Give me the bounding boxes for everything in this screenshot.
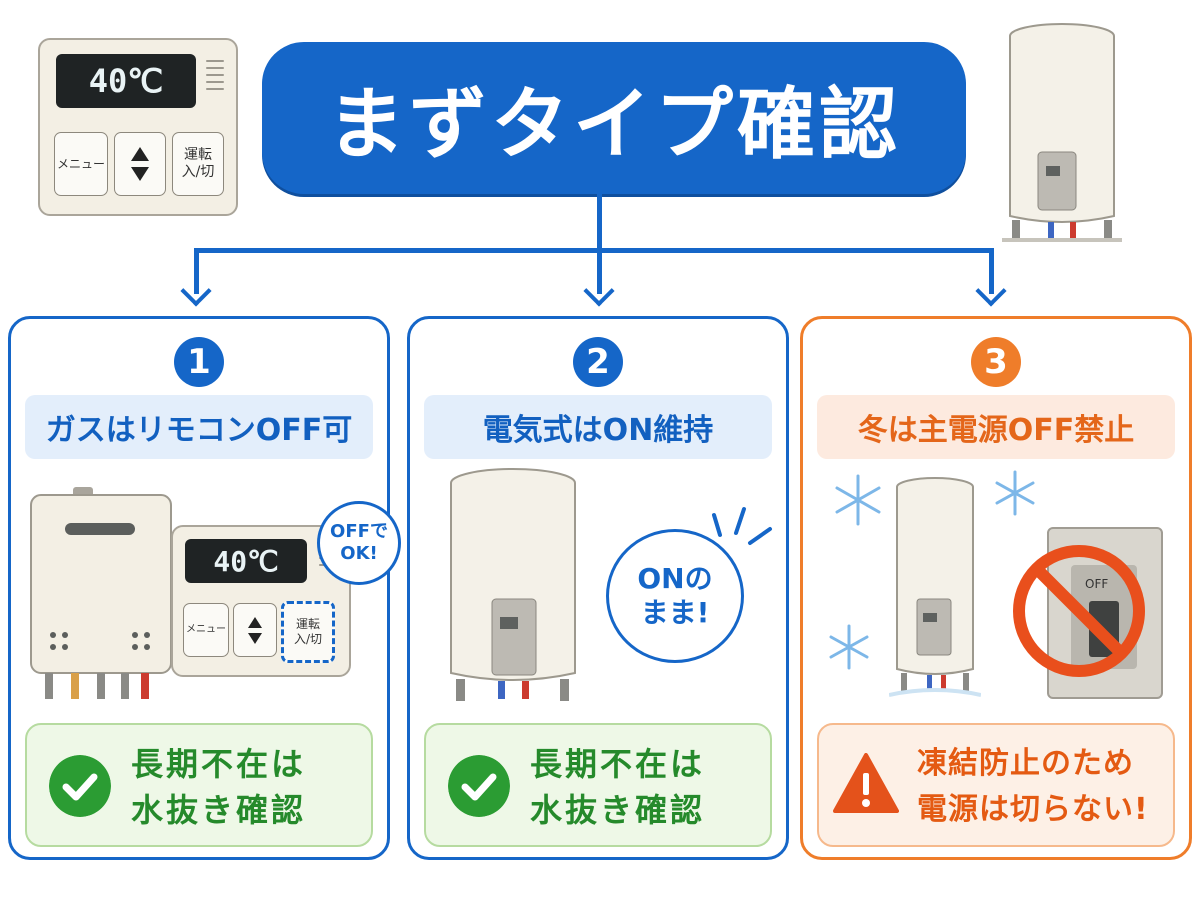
note-text: 長期不在は 水抜き確認 — [131, 745, 307, 829]
step-number-badge: 2 — [573, 337, 623, 387]
remote-controller-illustration: 40℃ メニュー 運転 入/切 — [171, 525, 351, 677]
check-icon — [448, 755, 510, 817]
power-button: 運転 入/切 — [281, 601, 335, 663]
connector-stem — [597, 194, 602, 252]
remote-controller-illustration: 40℃ メニュー 運転 入/切 — [38, 38, 238, 216]
note-box: 長期不在は 水抜き確認 — [424, 723, 772, 847]
remote-display: 40℃ — [185, 539, 307, 583]
connector-center — [597, 248, 602, 294]
speech-bubble: OFFで OK! — [317, 501, 401, 585]
panel-electric: 2 電気式はON維持 ONの まま! 長期不在は 水抜き確認 — [407, 316, 789, 860]
menu-button: メニュー — [183, 603, 229, 657]
check-icon — [49, 755, 111, 817]
menu-button: メニュー — [54, 132, 108, 196]
switch-label: OFF — [1085, 577, 1109, 591]
step-number-badge: 1 — [174, 337, 224, 387]
temperature-readout: 40℃ — [88, 62, 164, 100]
triangle-down-icon — [248, 632, 262, 644]
vent-icon — [206, 60, 224, 95]
snowflake-icon — [835, 474, 881, 526]
note-text: 長期不在は 水抜き確認 — [530, 745, 706, 829]
note-box: 長期不在は 水抜き確認 — [25, 723, 373, 847]
temperature-readout: 40℃ — [213, 544, 279, 578]
electric-water-heater-icon — [889, 477, 981, 697]
note-box: 凍結防止のため 電源は切らない! — [817, 723, 1175, 847]
emphasis-lines-icon — [712, 507, 772, 545]
step-number-badge: 3 — [971, 337, 1021, 387]
panel-title: ガスはリモコンOFF可 — [25, 395, 373, 459]
arrow-down-icon — [975, 275, 1007, 307]
power-button: 運転 入/切 — [172, 132, 224, 196]
triangle-up-icon — [131, 147, 149, 161]
electric-water-heater-icon — [450, 468, 576, 701]
connector-horizontal — [194, 248, 994, 253]
up-down-button — [233, 603, 277, 657]
arrow-down-icon — [583, 275, 615, 307]
remote-display: 40℃ — [56, 54, 196, 108]
snowflake-icon — [995, 470, 1035, 516]
arrow-down-icon — [180, 275, 212, 307]
electric-water-heater-icon — [1002, 23, 1122, 242]
up-down-button — [114, 132, 166, 196]
triangle-up-icon — [248, 616, 262, 628]
warning-icon — [833, 753, 899, 813]
connector-right — [989, 248, 994, 294]
panel-gas: 1 ガスはリモコンOFF可 40℃ メニュー 運転 入/切 — [8, 316, 401, 860]
note-text: 凍結防止のため 電源は切らない! — [917, 746, 1149, 827]
connector-left — [194, 248, 199, 294]
page-title: まずタイプ確認 — [326, 80, 901, 170]
gas-water-heater-icon — [30, 487, 172, 699]
panel-title: 電気式はON維持 — [424, 395, 772, 459]
panel-title: 冬は主電源OFF禁止 — [817, 395, 1175, 459]
triangle-down-icon — [131, 167, 149, 181]
panel-winter: 3 冬は主電源OFF禁止 OFF — [800, 316, 1192, 860]
title-banner: まずタイプ確認 — [262, 42, 966, 194]
prohibited-icon — [1013, 545, 1145, 677]
snowflake-icon — [829, 624, 869, 670]
speech-bubble: ONの まま! — [606, 529, 744, 663]
